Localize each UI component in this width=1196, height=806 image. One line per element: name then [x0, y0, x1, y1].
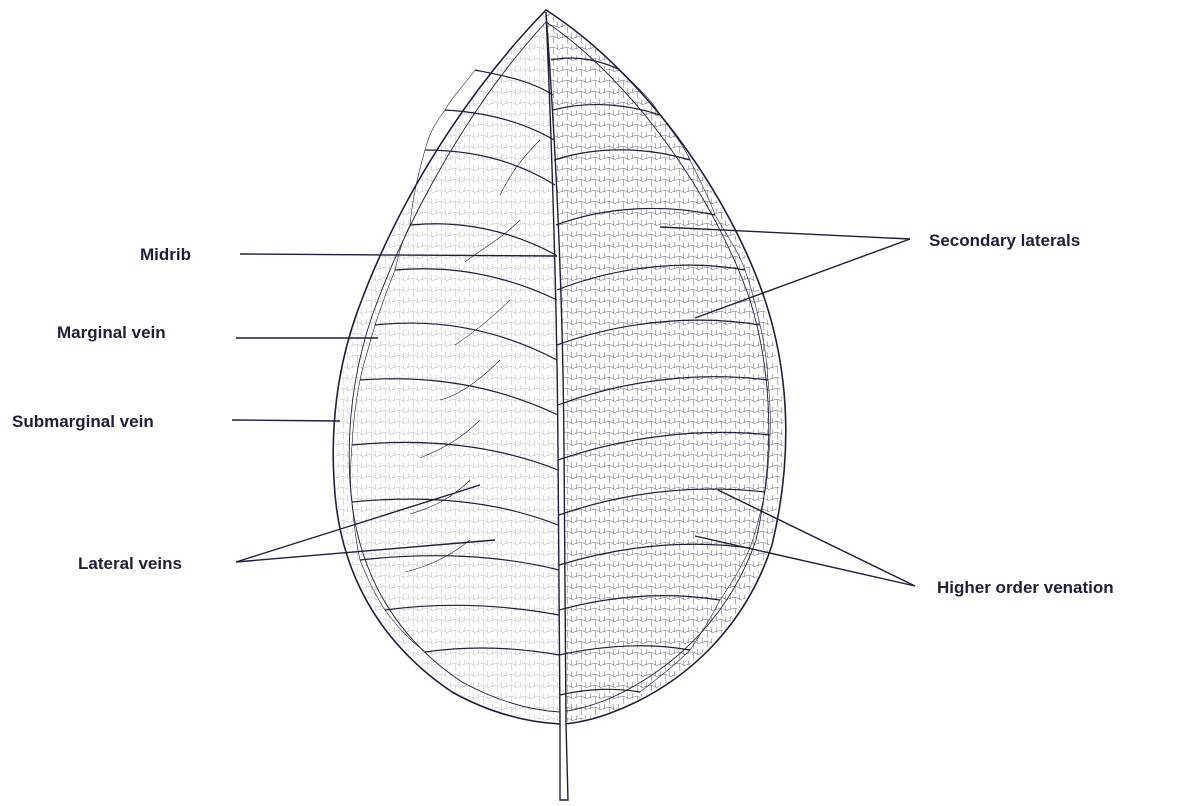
lateral-veins-label: Lateral veins — [78, 554, 182, 574]
secondary-laterals-label: Secondary laterals — [929, 231, 1080, 251]
submarginal-vein-leader — [232, 420, 340, 421]
marginal-vein-label: Marginal vein — [57, 323, 166, 343]
midrib-label: Midrib — [140, 245, 191, 265]
submarginal-vein-label: Submarginal vein — [12, 412, 154, 432]
leaf — [320, 10, 800, 800]
higher-order-venation-label: Higher order venation — [937, 578, 1114, 598]
